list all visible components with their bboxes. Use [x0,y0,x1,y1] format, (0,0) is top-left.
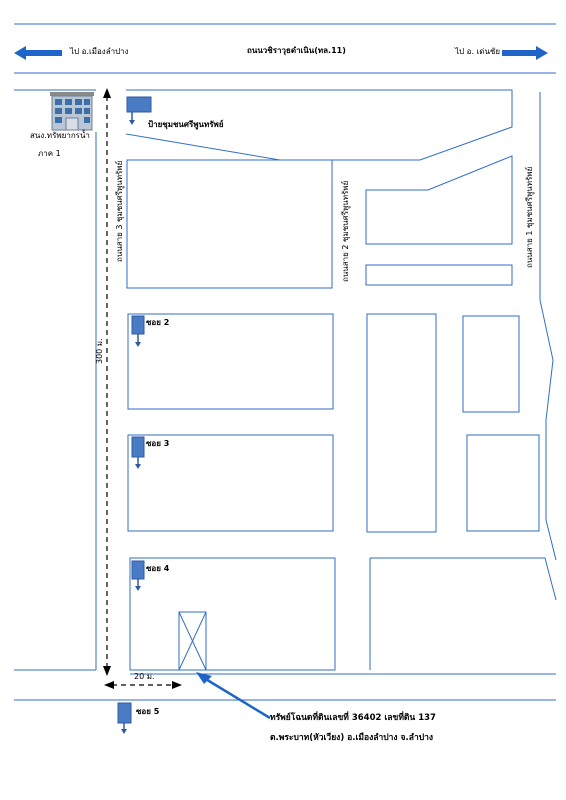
distance-20m-label: 20 ม. [134,672,155,681]
soi-3-marker [131,436,145,469]
block [129,557,336,671]
property-deed-label: ทรัพย์โฉนดที่ดินเลขที่ 36402 เลขที่ดิน 1… [270,713,436,723]
road-2-label: ถนนสาย 2 ชุมชนศรีพูนทรัพย์ [341,180,350,282]
direction-left-label: ไป อ.เมืองลำปาง [70,47,129,56]
dimension-arrow-right [172,681,182,689]
dimension-arrow-down [103,666,111,676]
distance-300m-label: 300 ม. [95,338,104,364]
community-sign-marker [126,96,152,125]
arrow-left-icon [14,46,62,60]
block [127,434,334,532]
soi-5-label: ซอย 5 [136,707,160,716]
soi-5-marker [117,702,132,734]
right-road-edge [539,92,557,561]
soi-4-label: ซอย 4 [146,564,170,573]
property-pointer-head [196,672,212,684]
office-label: สนง.ทรัพยากรน้ำ [30,131,90,140]
main-road-label: ถนนวชิราวุธดำเนิน(ทล.11) [247,46,346,55]
property-pointer [203,676,271,720]
property-plot [178,611,207,671]
dimension-arrow-up [103,88,111,98]
road-1-label: ถนนสาย 1 ชุมชนศรีพูนทรัพย์ [525,166,534,268]
soi-4-marker [131,560,145,591]
block [126,159,333,289]
block [127,313,334,410]
arrow-right-icon [502,46,548,60]
office-building-icon [50,92,94,131]
soi-3-label: ซอย 3 [146,439,170,448]
dimension-arrow-left [104,681,114,689]
block [365,155,513,245]
property-plot [178,611,207,671]
direction-right-label: ไป อ. เด่นชัย [455,47,501,56]
block [370,557,557,601]
block [462,315,520,413]
upper-block [125,89,513,161]
road-3-label: ถนนสาย 3 ชุมชนศรีพูนทรัพย์ [115,160,124,262]
block [466,434,540,532]
soi-2-label: ซอย 2 [146,318,170,327]
office-label-line2: ภาค 1 [38,149,61,158]
soi-2-marker [131,315,145,347]
block [366,313,437,533]
block [365,264,513,286]
property-location-label: ต.พระบาท(หัวเวียง) อ.เมืองลำปาง จ.ลำปาง [270,733,434,743]
community-sign-label: ป้ายชุมชนศรีพูนทรัพย์ [148,120,224,129]
